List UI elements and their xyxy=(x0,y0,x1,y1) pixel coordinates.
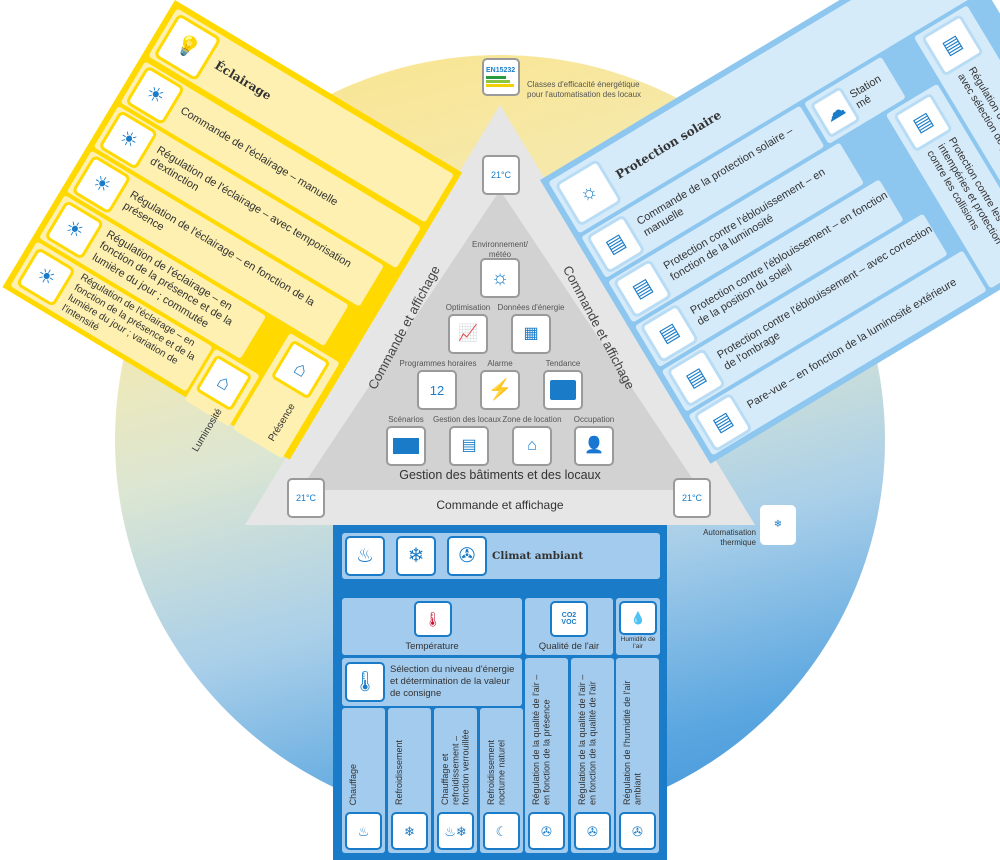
thermal-automation-label: Automatisation thermique xyxy=(703,528,756,547)
label-environment: Environnement/ météo xyxy=(471,240,529,259)
climate-function-column[interactable]: Refroidissement nocturne naturel ☾ xyxy=(480,708,523,853)
fan-presence-icon: ✇ xyxy=(528,812,565,850)
lightbulb-icon: 💡 xyxy=(153,12,222,82)
display-temp: 21°C xyxy=(681,492,703,503)
climate-function-column[interactable]: Chauffage et refroidissement – fonction … xyxy=(434,708,477,853)
label-rental-zone: Zone de location xyxy=(502,415,562,424)
caption-line: pour l'automatisation des locaux xyxy=(527,90,642,100)
snowflake-icon: ❄ xyxy=(396,536,436,576)
climate-title: Climat ambiant xyxy=(492,550,584,562)
co2-text: CO2 xyxy=(561,612,577,619)
room-display-icon: 21°C xyxy=(673,478,711,518)
climate-header: ♨ ❄ ✇ Climat ambiant xyxy=(342,533,660,579)
room-display-icon: 21°C xyxy=(287,478,325,518)
water-drops-icon: 💧 xyxy=(619,601,657,635)
label-occupancy: Occupation xyxy=(573,415,615,424)
brightness-sensor-icon: ⌂ xyxy=(194,353,253,412)
optimisation-icon[interactable]: 📈 xyxy=(448,314,488,354)
temperature-group[interactable]: 🌡 Température xyxy=(342,598,522,655)
column-label: Refroidissement xyxy=(394,739,404,805)
thermal-automation-icon: ❄ xyxy=(760,505,796,545)
heating-icon: ♨ xyxy=(345,536,385,576)
label-schedules: Programmes horaires xyxy=(399,359,477,368)
caption-line: Classes d'efficacité énergétique xyxy=(527,80,640,89)
heat-cool-icon: ♨❄ xyxy=(437,812,474,850)
climate-function-column[interactable]: Régulation de la qualité de l'air – en f… xyxy=(525,658,568,853)
group-label: Humidité de l'air xyxy=(620,636,656,651)
humidity-group[interactable]: 💧 Humidité de l'air xyxy=(616,598,660,655)
alarm-lightning-icon[interactable]: ⚡ xyxy=(480,370,520,410)
climate-function-column[interactable]: Refroidissement ❄ xyxy=(388,708,431,853)
occupancy-icon[interactable]: 👤 xyxy=(574,426,614,466)
display-temp: 21°C xyxy=(295,492,317,503)
label-alarm: Alarme xyxy=(487,359,513,368)
room-display-icon: 21°C xyxy=(482,155,520,195)
humidity-fan-icon: ✇ xyxy=(619,812,656,850)
setpoint-selection[interactable]: 🌡 Sélection du niveau d'énergie et déter… xyxy=(342,658,522,706)
setpoint-thermometer-icon: 🌡 xyxy=(345,662,385,702)
column-label: Régulation de la qualité de l'air – en f… xyxy=(577,674,598,805)
label-room-management: Gestion des locaux xyxy=(432,415,502,424)
trend-chart-icon[interactable] xyxy=(543,370,583,410)
label-energy-data: Données d'énergie xyxy=(497,303,565,312)
heating-icon: ♨ xyxy=(345,812,382,850)
group-label: Température xyxy=(405,641,459,652)
room-management-icon[interactable]: ▤ xyxy=(449,426,489,466)
thermometer-icon: 🌡 xyxy=(414,601,452,637)
weather-icon[interactable]: ☼ xyxy=(480,258,520,298)
clapperboard-icon[interactable] xyxy=(386,426,426,466)
climate-function-column[interactable]: Régulation de la qualité de l'air – en f… xyxy=(571,658,614,853)
group-label: Qualité de l'air xyxy=(538,641,600,652)
column-label: Station mé xyxy=(847,73,884,112)
column-label: Régulation de l'humidité de l'air ambian… xyxy=(622,680,643,805)
en15232-caption: Classes d'efficacité énergétique pour l'… xyxy=(527,80,641,101)
presence-sensor-icon: ⌂ xyxy=(270,339,331,400)
calendar-day: 12 xyxy=(429,382,445,398)
night-cooling-icon: ☾ xyxy=(483,812,520,850)
energy-meter-icon[interactable]: ▦ xyxy=(511,314,551,354)
energy-class-icon: EN15232 xyxy=(482,58,520,96)
label-trend: Tendance xyxy=(545,359,581,368)
label-scenarios: Scénarios xyxy=(388,415,424,424)
calendar-icon[interactable]: 12 xyxy=(417,370,457,410)
en15232-badge: EN15232 xyxy=(486,67,516,74)
climate-function-column[interactable]: Régulation de l'humidité de l'air ambian… xyxy=(616,658,659,853)
fan-icon: ✇ xyxy=(447,536,487,576)
column-label: Chauffage et refroidissement – fonction … xyxy=(440,729,471,805)
snowflake-icon: ❄ xyxy=(391,812,428,850)
column-label: Refroidissement nocturne naturel xyxy=(486,739,507,805)
lighting-title: Éclairage xyxy=(212,57,274,103)
pyramid-bottom-label: Commande et affichage xyxy=(436,498,564,512)
label-optimisation: Optimisation xyxy=(445,303,491,312)
display-temp: 21°C xyxy=(490,169,512,180)
column-label: Chauffage xyxy=(348,763,358,805)
column-label: Présence xyxy=(266,401,298,444)
setpoint-label: Sélection du niveau d'énergie et détermi… xyxy=(390,664,515,699)
rental-zone-icon[interactable]: ⌂ xyxy=(512,426,552,466)
pyramid-base-title: Gestion des bâtiments et des locaux xyxy=(399,468,601,482)
voc-text: VOC xyxy=(561,619,577,626)
climate-function-column[interactable]: Chauffage ♨ xyxy=(342,708,385,853)
fan-co2-icon: ✇ xyxy=(574,812,611,850)
column-label: Régulation de la qualité de l'air – en f… xyxy=(531,674,552,805)
